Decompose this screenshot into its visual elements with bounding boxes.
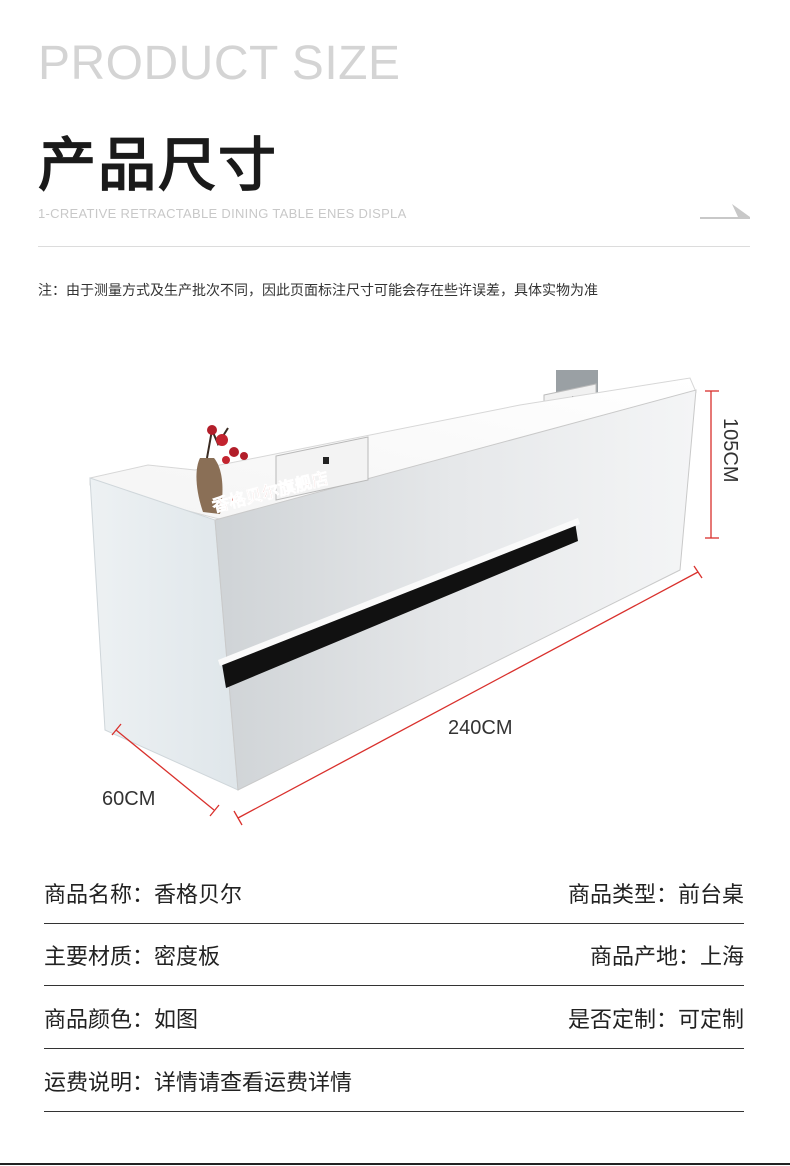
header-divider [38, 246, 750, 247]
height-dimension [705, 390, 719, 539]
subtitle-en: 1-CREATIVE RETRACTABLE DINING TABLE ENES… [38, 206, 407, 221]
spec-row: 商品颜色：如图 是否定制：可定制 [44, 987, 744, 1049]
bottom-rule [0, 1163, 790, 1165]
desk-slot [222, 522, 578, 688]
height-label: 105CM [719, 418, 741, 482]
length-label: 240CM [448, 717, 512, 739]
depth-label: 60CM [102, 788, 155, 810]
spec-right: 商品类型：前台桌 [567, 882, 744, 908]
spec-left: 商品名称：香格贝尔 [44, 882, 243, 908]
length-dimension [233, 565, 703, 826]
spec-left: 主要材质：密度板 [44, 944, 221, 970]
spec-row: 商品名称：香格贝尔 商品类型：前台桌 [44, 862, 744, 924]
page-title-cn: 产品尺寸 [38, 131, 279, 199]
product-figure: 香格贝尔旗舰店 105CM 240CM 60CM [89, 370, 741, 826]
page-title-en: PRODUCT SIZE [38, 37, 401, 90]
measurement-note: 注：由于测量方式及生产批次不同，因此页面标注尺寸可能会存在些许误差，具体实物为准 [38, 283, 598, 299]
spec-row: 主要材质：密度板 商品产地：上海 [44, 924, 744, 986]
depth-dimension [111, 723, 220, 817]
spec-right: 是否定制：可定制 [567, 1007, 744, 1033]
monitor-front [275, 436, 369, 501]
spec-left: 商品颜色：如图 [44, 1007, 199, 1033]
spec-row: 运费说明：详情请查看运费详情 [44, 1050, 744, 1112]
arrow-right-icon [700, 204, 750, 219]
spec-left: 运费说明：详情请查看运费详情 [44, 1070, 353, 1096]
spec-right: 商品产地：上海 [589, 944, 744, 970]
flower-vase [196, 425, 248, 514]
